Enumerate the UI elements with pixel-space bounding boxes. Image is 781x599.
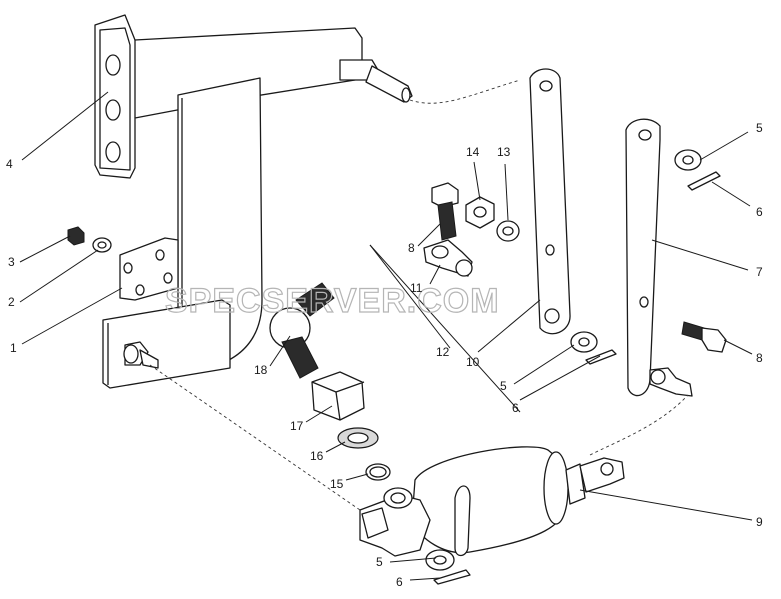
callout-8-upper: 8 xyxy=(408,241,415,255)
callout-5-right: 5 xyxy=(756,121,763,135)
part-9-cylinder xyxy=(359,446,625,557)
part-3-bolt xyxy=(67,226,85,246)
part-16-seal-washer xyxy=(337,427,379,449)
lower-plate-pin xyxy=(123,341,159,369)
callout-2: 2 xyxy=(8,295,15,309)
part-10-lever xyxy=(529,68,571,335)
upper-bracket-pin xyxy=(339,59,413,103)
callout-10: 10 xyxy=(466,355,480,369)
part-5-washer-right xyxy=(674,149,702,171)
callout-14: 14 xyxy=(466,145,480,159)
callout-5-middle: 5 xyxy=(500,379,507,393)
callout-17: 17 xyxy=(290,419,304,433)
part-6-cotter-pin-right xyxy=(687,171,721,191)
lower-mounting-plate xyxy=(102,299,231,389)
part-1-small-plate xyxy=(119,237,179,301)
callout-15: 15 xyxy=(330,477,344,491)
callout-9: 9 xyxy=(756,515,763,529)
callout-5-bottom: 5 xyxy=(376,555,383,569)
callout-4: 4 xyxy=(6,157,13,171)
callout-7: 7 xyxy=(756,265,763,279)
callout-8-right: 8 xyxy=(756,351,763,365)
callout-12: 12 xyxy=(436,345,450,359)
alignment-lines xyxy=(149,79,689,511)
part-7-pin xyxy=(649,367,693,397)
part-18-ball-stud xyxy=(269,282,335,379)
callout-1: 1 xyxy=(10,341,17,355)
part-5-washer-middle xyxy=(570,331,598,353)
part-7-lever xyxy=(625,118,661,397)
part-8-bolt-right xyxy=(681,321,727,353)
part-14-nut xyxy=(465,196,495,229)
callout-18: 18 xyxy=(254,363,268,377)
part-15-ring xyxy=(365,463,391,481)
callout-16: 16 xyxy=(310,449,324,463)
callout-13: 13 xyxy=(497,145,511,159)
callout-labels: 4 3 2 1 18 17 16 15 8 14 13 11 12 10 5 6… xyxy=(6,121,763,589)
callout-6-middle: 6 xyxy=(512,401,519,415)
callout-11: 11 xyxy=(410,281,423,295)
leader-lines xyxy=(19,91,753,581)
part-6-cotter-pin-middle xyxy=(585,349,617,365)
callout-3: 3 xyxy=(8,255,15,269)
part-11-clevis-pin xyxy=(423,239,473,277)
watermark-text: SPECSERVER.COM xyxy=(165,282,500,320)
part-8-bolt-upper xyxy=(431,182,459,241)
callout-6-bottom: 6 xyxy=(396,575,403,589)
part-5-washer-bottom xyxy=(425,549,455,571)
part-17-nut xyxy=(311,371,365,421)
part-13-washer xyxy=(496,220,520,242)
callout-6-right: 6 xyxy=(756,205,763,219)
part-6-cotter-pin-bottom xyxy=(433,569,471,585)
part-2-washer xyxy=(92,237,112,253)
